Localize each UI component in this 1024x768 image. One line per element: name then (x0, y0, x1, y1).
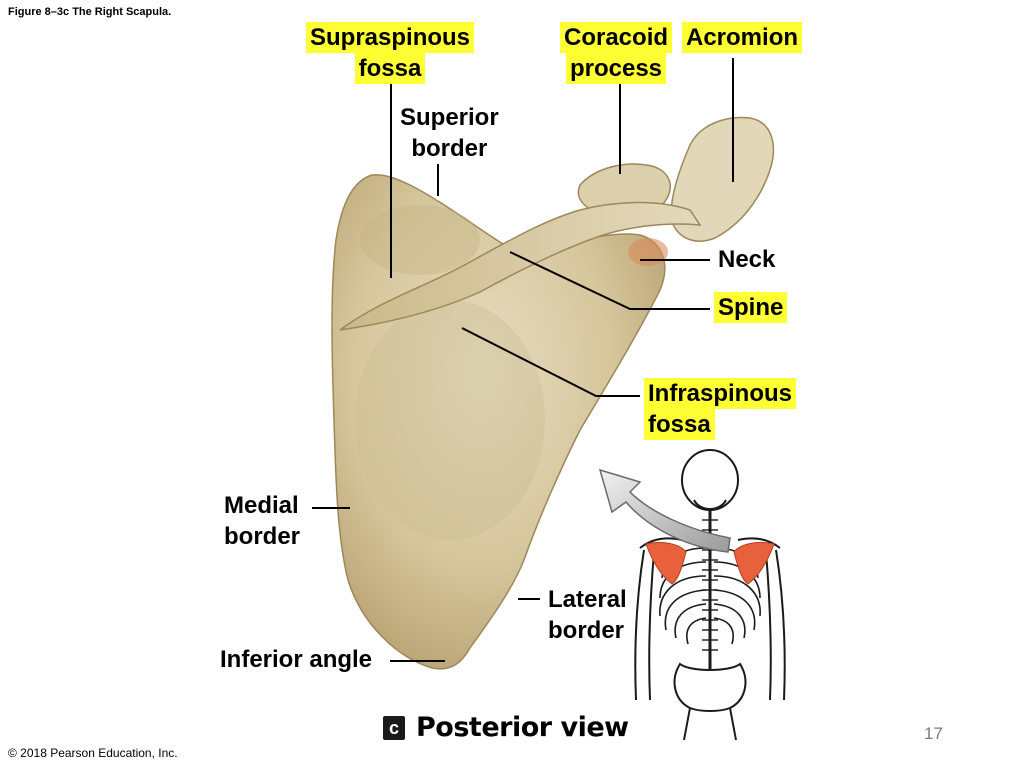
direction-arrow (598, 468, 731, 553)
label-supraspinous-fossa: Supraspinous fossa (306, 22, 475, 84)
supraspinous-shade (360, 205, 480, 275)
label-inferior-angle: Inferior angle (220, 646, 373, 673)
inset-right-scapula (733, 541, 775, 585)
infraspinous-shade (355, 300, 545, 540)
label-superior-border: Superior border (400, 104, 499, 162)
label-infraspinous-fossa: Infraspinous fossa (644, 378, 797, 440)
inset-left-scapula (645, 541, 687, 585)
scapula-spine (339, 201, 702, 331)
inset-skeleton (634, 449, 786, 741)
label-acromion: Acromion (682, 22, 803, 53)
glenoid-neck (628, 238, 668, 266)
label-coracoid-process: Coracoid process (560, 22, 673, 84)
label-neck: Neck (718, 246, 776, 273)
figure-caption: Figure 8–3c The Right Scapula. (8, 6, 172, 18)
page-number: 17 (924, 724, 943, 743)
copyright-notice: © 2018 Pearson Education, Inc. (8, 746, 178, 760)
label-medial-border: Medial border (224, 492, 301, 550)
label-lateral-border: Lateral border (548, 586, 627, 644)
label-spine: Spine (714, 292, 788, 323)
leader-lines (312, 58, 734, 662)
view-title: Posterior view (416, 712, 629, 743)
view-letter-badge: c (383, 716, 405, 740)
